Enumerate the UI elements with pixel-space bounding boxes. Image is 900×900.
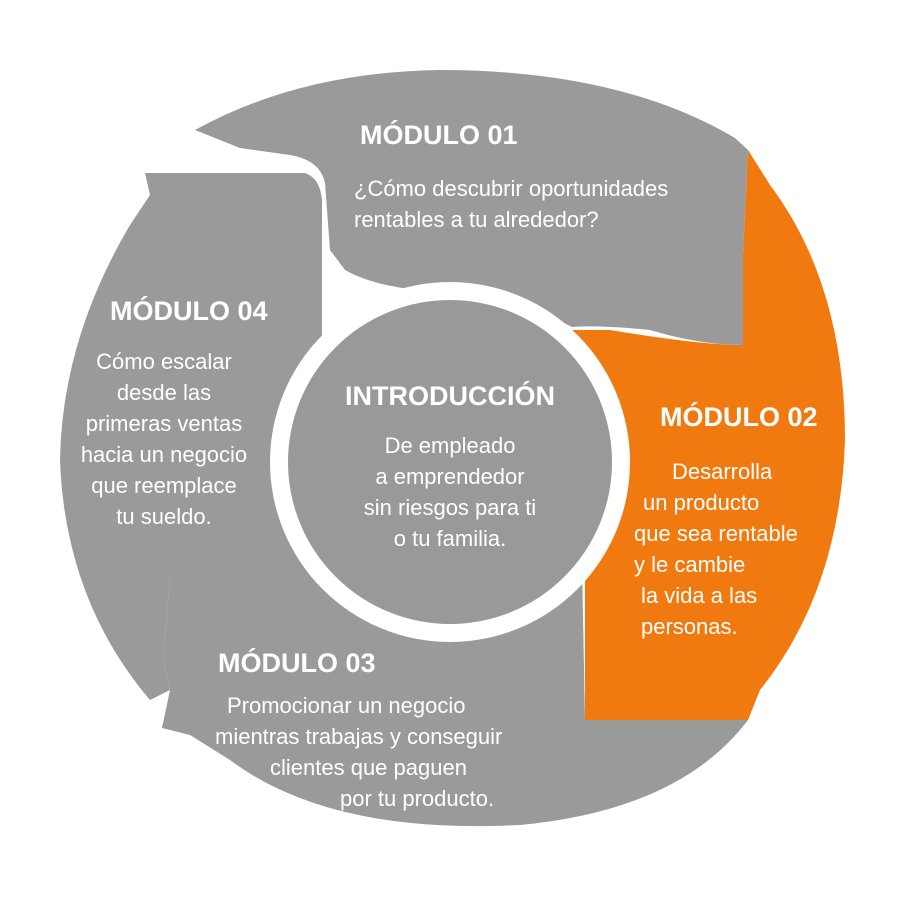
module-03-line: Promocionar un negocio — [227, 693, 466, 718]
module-02-line: y le cambie — [634, 552, 746, 577]
module-04-line: Cómo escalar — [96, 349, 232, 374]
module-04-line: primeras ventas — [85, 411, 243, 436]
module-02-line: la vida a las — [641, 583, 758, 608]
module-03-description: Promocionar un negocio mientras trabajas… — [200, 690, 580, 814]
module-02-line: que sea rentable — [634, 521, 798, 546]
module-04-title: MÓDULO 04 — [110, 296, 268, 326]
module-02-description: Desarrolla un producto que sea rentable … — [634, 456, 874, 642]
module-04-line: hacia un negocio — [80, 442, 248, 467]
intro-title: INTRODUCCIÓN — [345, 381, 555, 411]
module-02-title: MÓDULO 02 — [660, 402, 818, 432]
intro-description: De empleado a emprendedor sin riesgos pa… — [300, 430, 600, 554]
module-02-line: Desarrolla — [672, 459, 773, 484]
intro-line: sin riesgos para ti — [363, 495, 537, 520]
module-01-description: ¿Cómo descubrir oportunidades rentables … — [354, 173, 668, 235]
module-04-line: tu sueldo. — [116, 504, 212, 529]
module-02-line: un producto — [643, 490, 760, 515]
center-circle — [288, 300, 612, 624]
module-02-segment — [572, 150, 845, 720]
intro-line: De empleado — [384, 433, 516, 458]
module-04-line: desde las — [116, 380, 212, 405]
module-03-line: por tu producto. — [340, 786, 495, 811]
intro-line: o tu familia. — [393, 526, 507, 551]
module-01-line: rentables a tu alrededor? — [354, 207, 599, 232]
module-01-line: ¿Cómo descubrir oportunidades — [354, 176, 669, 201]
module-01-title: MÓDULO 01 — [360, 120, 518, 150]
module-04-line: que reemplace — [91, 473, 237, 498]
intro-line: a emprendedor — [375, 464, 525, 489]
module-03-title: MÓDULO 03 — [218, 648, 376, 678]
module-04-segment — [60, 173, 330, 700]
module-03-line: mientras trabajas y conseguir — [215, 724, 503, 749]
module-02-line: personas. — [641, 614, 738, 639]
module-01-segment — [195, 70, 748, 345]
module-04-description: Cómo escalar desde las primeras ventas h… — [64, 346, 264, 532]
module-03-segment — [162, 565, 748, 827]
module-03-line: clientes que paguen — [270, 755, 467, 780]
